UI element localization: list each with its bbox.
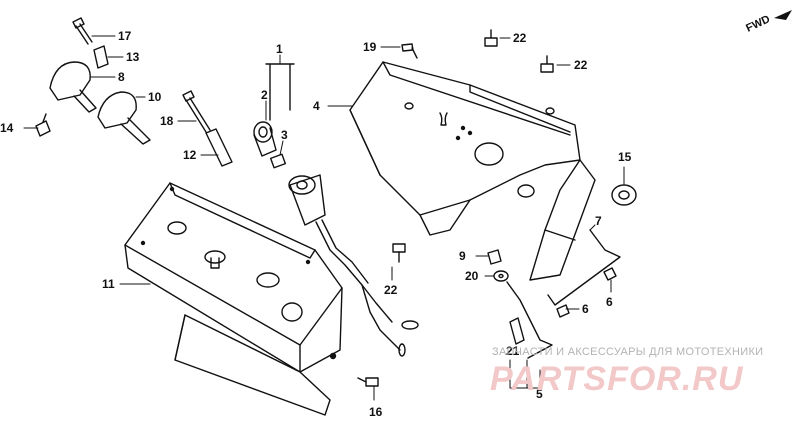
switch-knob-part-10 bbox=[97, 91, 151, 145]
callout-2: 2 bbox=[261, 88, 268, 102]
screw-part-22-top bbox=[484, 29, 498, 47]
key-switch-assembly-part-1 bbox=[253, 63, 419, 357]
callout-20: 20 bbox=[465, 269, 479, 283]
callout-6b: 6 bbox=[606, 295, 613, 309]
meter-housing-part-11 bbox=[124, 182, 343, 416]
rod-part-5 bbox=[506, 281, 553, 359]
callout-14: 14 bbox=[0, 121, 14, 135]
clip-part-6b bbox=[603, 267, 617, 281]
grommet-part-15 bbox=[611, 184, 637, 206]
callout-15: 15 bbox=[618, 150, 632, 164]
watermark-logo: PARTSFOR.RU bbox=[490, 360, 744, 398]
screw-part-19 bbox=[401, 43, 418, 59]
sleeve-part-12 bbox=[205, 128, 233, 167]
callout-7: 7 bbox=[595, 214, 602, 228]
callout-3: 3 bbox=[281, 128, 288, 142]
callout-6a: 6 bbox=[582, 302, 589, 316]
callout-16: 16 bbox=[369, 405, 383, 419]
callout-19: 19 bbox=[363, 40, 377, 54]
fwd-label: FWD bbox=[744, 13, 772, 34]
callout-8: 8 bbox=[118, 70, 125, 84]
callout-22a: 22 bbox=[513, 31, 527, 45]
callout-10: 10 bbox=[148, 90, 162, 104]
screw-part-22-middle bbox=[392, 243, 406, 263]
bracket-rod-part-7 bbox=[547, 229, 621, 306]
screw-part-16 bbox=[357, 377, 379, 387]
callout-17: 17 bbox=[118, 29, 132, 43]
callouts: 1 2 3 4 5 6 6 7 8 9 10 11 12 13 14 15 16… bbox=[0, 29, 632, 419]
washer-part-20 bbox=[493, 270, 509, 282]
callout-21: 21 bbox=[506, 344, 520, 358]
callout-22b: 22 bbox=[574, 58, 588, 72]
nut-part-9 bbox=[487, 249, 502, 265]
callout-12: 12 bbox=[183, 148, 197, 162]
callout-4: 4 bbox=[313, 99, 320, 113]
screw-part-21 bbox=[509, 317, 525, 345]
screw-part-18 bbox=[182, 90, 211, 133]
callout-18: 18 bbox=[160, 114, 174, 128]
callout-22c: 22 bbox=[384, 283, 398, 297]
screw-part-22-upper-right bbox=[540, 55, 554, 73]
leader-lines bbox=[23, 35, 625, 401]
screw-part-17 bbox=[72, 17, 93, 45]
callout-1: 1 bbox=[276, 42, 283, 56]
fwd-arrow: FWD bbox=[744, 10, 792, 35]
callout-9: 9 bbox=[459, 249, 466, 263]
watermark-caption: ЗАПЧАСТИ И АКСЕССУАРЫ ДЛЯ МОТОТЕХНИКИ bbox=[492, 346, 764, 358]
clip-part-6a bbox=[556, 304, 570, 318]
mounting-bracket-part-4 bbox=[349, 61, 596, 281]
switch-knob-part-8 bbox=[49, 61, 97, 113]
callout-13: 13 bbox=[126, 50, 140, 64]
sleeve-part-13 bbox=[93, 45, 109, 69]
callout-5: 5 bbox=[536, 387, 543, 401]
callout-11: 11 bbox=[102, 277, 115, 291]
screw-part-14 bbox=[35, 113, 51, 137]
